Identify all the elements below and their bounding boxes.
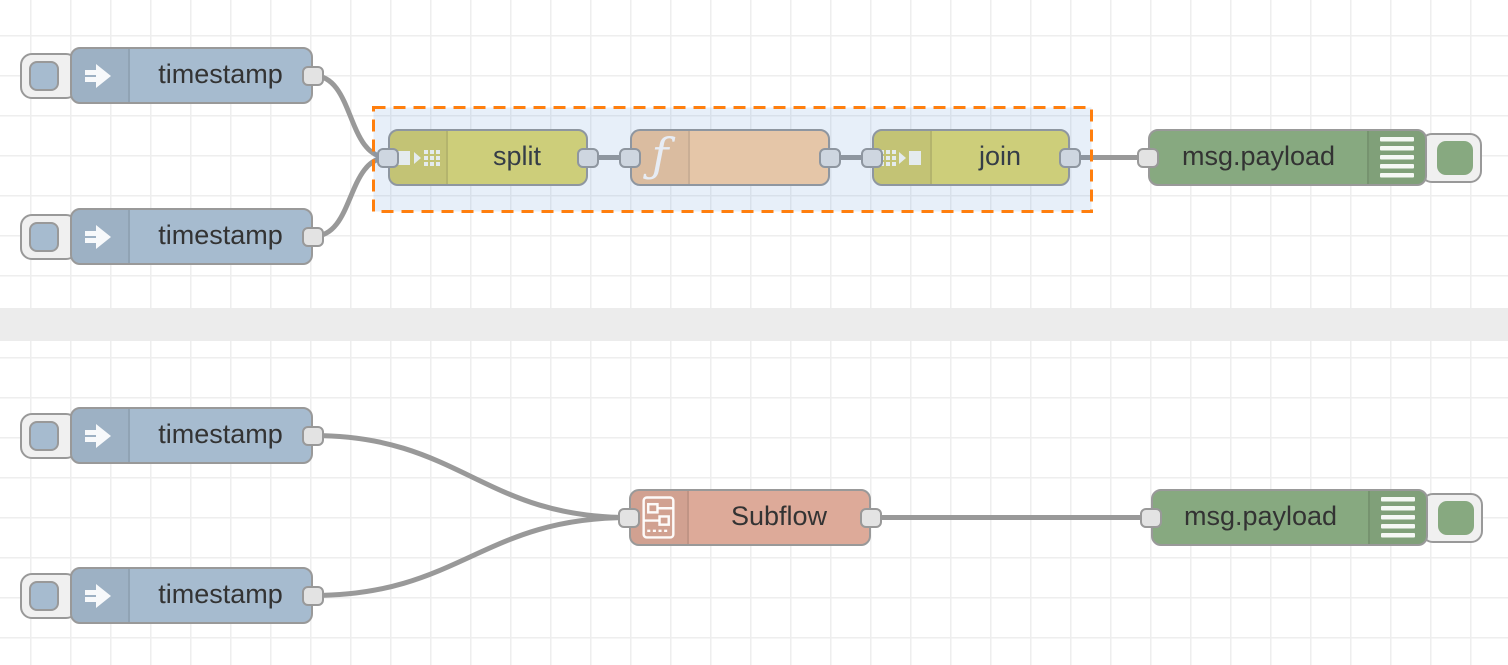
inject-button[interactable] [20,412,78,459]
debug-toggle-button[interactable] [1421,492,1483,543]
flow-divider [0,308,1508,341]
subflow-icon [631,491,689,544]
inject-button-inner [29,420,59,451]
input-port[interactable] [377,147,399,168]
input-port[interactable] [1140,507,1162,528]
inject-button-inner [29,60,59,91]
wire-inject1-split[interactable] [310,73,391,160]
node-label: Subflow [730,501,828,531]
input-port[interactable] [1137,147,1159,168]
arrow-right-icon [72,49,130,102]
debug-list-icon [1368,491,1426,544]
output-port[interactable] [302,425,324,446]
output-port[interactable] [302,585,324,606]
input-port[interactable] [618,507,640,528]
node-label: msg.payload [1181,141,1336,171]
debug-toggle-button[interactable] [1420,132,1482,183]
node-split[interactable]: split [377,129,599,186]
node-label: msg.payload [1183,501,1338,531]
output-port[interactable] [302,226,324,247]
debug-list-icon [1367,131,1425,184]
wire-inject3-subflow[interactable] [310,433,632,520]
output-port[interactable] [819,147,841,168]
node-label: timestamp [158,579,283,609]
node-join[interactable]: join [861,129,1081,186]
node-label [690,131,828,184]
node-inject-2[interactable]: timestamp [20,208,324,265]
wire-inject2-split[interactable] [310,155,391,239]
node-inject-3[interactable]: timestamp [20,407,324,464]
node-inject-1[interactable]: timestamp [20,47,324,104]
inject-button-inner [29,580,59,611]
node-label: timestamp [158,419,283,449]
input-port[interactable] [619,147,641,168]
output-port[interactable] [577,147,599,168]
arrow-right-icon [72,569,130,622]
output-port[interactable] [302,65,324,86]
inject-button[interactable] [20,52,78,99]
node-label: join [978,141,1022,171]
node-debug-2[interactable]: msg.payload [1140,489,1483,546]
wire-inject4-subflow[interactable] [310,515,632,598]
node-debug-1[interactable]: msg.payload [1137,129,1482,186]
node-subflow[interactable]: Subflow [618,489,882,546]
arrow-right-icon [72,409,130,462]
arrow-right-icon [72,210,130,263]
node-label: split [492,141,541,171]
debug-toggle-inner [1437,140,1473,175]
inject-button[interactable] [20,213,78,260]
node-function[interactable]: ƒ [619,129,841,186]
inject-button[interactable] [20,572,78,619]
output-port[interactable] [1059,147,1081,168]
inject-button-inner [29,221,59,252]
node-inject-4[interactable]: timestamp [20,567,324,624]
input-port[interactable] [861,147,883,168]
node-label: timestamp [158,220,283,250]
node-label: timestamp [158,59,283,89]
output-port[interactable] [860,507,882,528]
debug-toggle-inner [1438,500,1474,535]
